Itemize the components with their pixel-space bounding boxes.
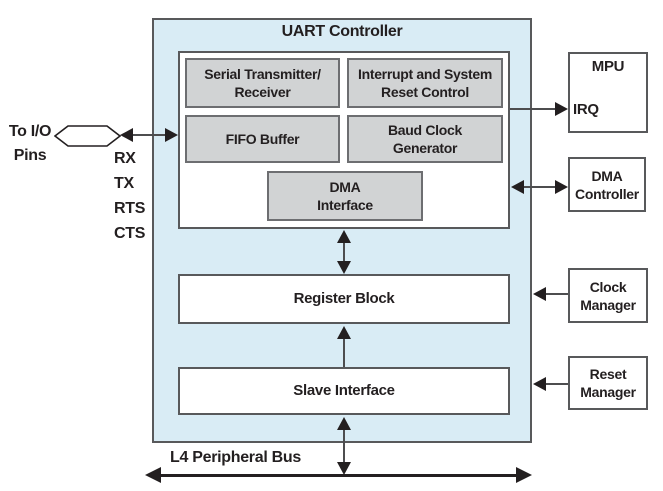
l4-bus-line (158, 474, 520, 477)
ext-box-label-line: Reset (589, 366, 627, 382)
io-arrow-left-arrowhead-icon (120, 128, 133, 142)
io-pins-label-line: To I/O (8, 123, 52, 140)
io-pins-label-line: Pins (13, 147, 47, 164)
io-pins-label: To I/O Pins (4, 120, 56, 168)
l4-bus-left-arrowhead-icon (145, 467, 161, 483)
uart-controller-title: UART Controller (281, 23, 403, 40)
slave-register-arrow-line (343, 336, 345, 367)
clock-manager-box: Clock Manager (568, 268, 648, 323)
clock-manager-arrowhead-icon (533, 287, 546, 301)
l4-bus-label: L4 Peripheral Bus (170, 449, 301, 466)
module-dma-interface: DMA Interface (267, 171, 423, 221)
ext-box-label-line: Manager (580, 296, 636, 313)
irq-arrowhead-icon (555, 102, 568, 116)
mpu-irq-box: MPU IRQ (568, 52, 648, 133)
module-serial-transmitter-receiver: Serial Transmitter/ Receiver (185, 58, 340, 108)
reset-manager-box: Reset Manager (568, 356, 648, 410)
l4-bus-right-arrowhead-icon (516, 467, 532, 483)
register-block: Register Block (178, 274, 510, 324)
module-label-line: Serial Transmitter/ (204, 66, 321, 82)
slave-interface: Slave Interface (178, 367, 510, 415)
module-label-line: Interface (317, 197, 373, 213)
dma-register-arrow-line (343, 240, 345, 263)
module-label-line: Generator (392, 140, 458, 156)
module-label-line: Receiver (234, 84, 291, 100)
slave-interface-label: Slave Interface (293, 382, 395, 399)
module-label-line: Interrupt and System (357, 66, 493, 82)
irq-label: IRQ (573, 101, 599, 118)
module-baud-clock-generator: Baud Clock Generator (347, 115, 503, 163)
io-arrow-line (130, 134, 168, 136)
slave-register-arrowhead-icon (337, 326, 351, 339)
irq-arrow-line (510, 108, 556, 110)
pin-label-rts: RTS (114, 200, 146, 217)
slave-bus-down-arrowhead-icon (337, 462, 351, 475)
slave-bus-arrow-line (343, 427, 345, 464)
register-block-label: Register Block (293, 290, 395, 307)
clock-manager-arrow-line (544, 293, 568, 295)
io-arrow-right-arrowhead-icon (165, 128, 178, 142)
io-pin-hexagon-icon (54, 125, 121, 147)
reset-manager-arrow-line (544, 383, 568, 385)
module-fifo-buffer: FIFO Buffer (185, 115, 340, 163)
dma-arrow-right-arrowhead-icon (555, 180, 568, 194)
pin-label-tx: TX (114, 175, 134, 192)
pin-label-cts: CTS (114, 225, 146, 242)
ext-box-label-line: DMA (591, 167, 623, 184)
mpu-label: MPU (591, 58, 625, 75)
module-label-line: FIFO Buffer (225, 131, 300, 147)
slave-bus-up-arrowhead-icon (337, 417, 351, 430)
dma-register-down-arrowhead-icon (337, 261, 351, 274)
ext-box-label-line: Controller (575, 185, 639, 202)
pin-signal-labels: RX TX RTS CTS (114, 146, 145, 246)
dma-arrow-left-arrowhead-icon (511, 180, 524, 194)
module-label-line: Reset Control (381, 84, 469, 100)
module-interrupt-reset-control: Interrupt and System Reset Control (347, 58, 503, 108)
module-label-line: DMA (329, 179, 361, 195)
ext-box-label-line: Clock (589, 278, 627, 295)
dma-register-up-arrowhead-icon (337, 230, 351, 243)
dma-arrow-line (522, 186, 556, 188)
pin-label-rx: RX (114, 150, 136, 167)
module-label-line: Baud Clock (387, 122, 462, 138)
reset-manager-arrowhead-icon (533, 377, 546, 391)
ext-box-label-line: Manager (580, 384, 636, 400)
dma-controller-box: DMA Controller (568, 157, 646, 212)
